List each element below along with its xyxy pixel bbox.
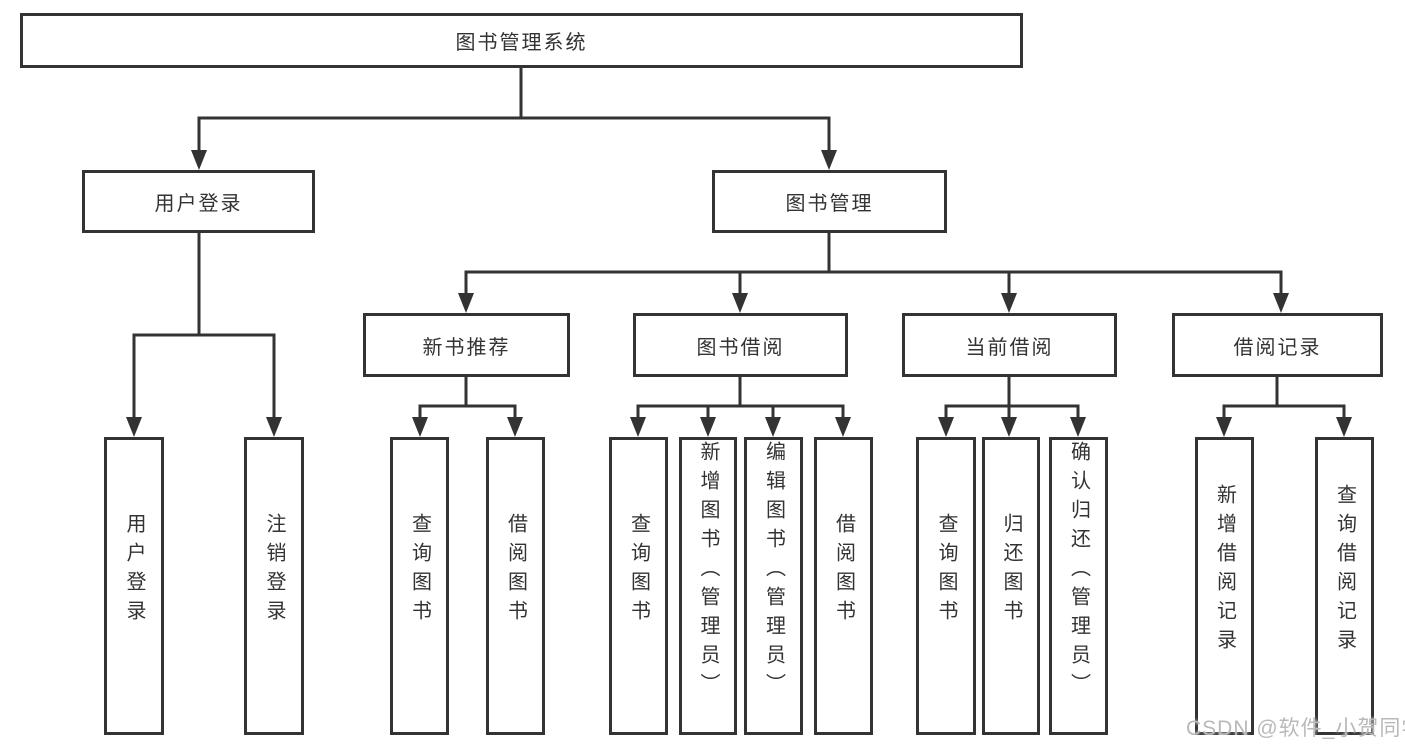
- node-label: 查询图书: [627, 513, 650, 629]
- leaf-query-books-current: 查询图书: [916, 437, 976, 735]
- node-label: 用户登录: [154, 193, 243, 215]
- leaf-query-books-borrowing: 查询图书: [609, 437, 668, 735]
- node-library-management-system: 图书管理系统: [20, 13, 1023, 68]
- node-new-book-recommendation: 新书推荐: [363, 313, 570, 377]
- node-label: 查询图书: [935, 513, 957, 629]
- node-label: 图书管理系统: [455, 32, 588, 54]
- node-label: 图书借阅: [696, 336, 785, 359]
- leaf-query-books-recommend: 查询图书: [390, 437, 449, 735]
- leaf-borrow-books-borrowing: 借阅图书: [814, 437, 873, 735]
- leaf-confirm-return-admin: 确认归还（管理员）: [1049, 437, 1108, 735]
- node-label: 查询图书: [408, 513, 431, 629]
- leaf-add-borrow-record: 新增借阅记录: [1195, 437, 1254, 735]
- leaf-borrow-books-recommend: 借阅图书: [486, 437, 545, 735]
- leaf-logout-login: 注销登录: [244, 437, 304, 735]
- node-user-login: 用户登录: [82, 170, 315, 233]
- node-label: 当前借阅: [965, 336, 1054, 359]
- leaf-return-books: 归还图书: [982, 437, 1040, 735]
- node-label: 查询借阅记录: [1333, 484, 1356, 658]
- node-label: 新书推荐: [422, 336, 511, 359]
- leaf-edit-books-admin: 编辑图书（管理员）: [744, 437, 803, 735]
- node-book-management: 图书管理: [712, 170, 947, 233]
- leaf-query-borrow-record: 查询借阅记录: [1315, 437, 1374, 735]
- node-label: 注销登录: [263, 513, 285, 629]
- node-label: 新增借阅记录: [1213, 484, 1236, 658]
- csdn-watermark: CSDN @软件_小贺同学: [1186, 717, 1405, 740]
- node-label: 编辑图书（管理员）: [762, 440, 785, 702]
- node-label: 新增图书（管理员）: [697, 440, 719, 702]
- node-current-borrowing: 当前借阅: [902, 313, 1117, 377]
- node-label: 借阅图书: [832, 513, 855, 629]
- node-label: 用户登录: [123, 513, 145, 629]
- node-label: 图书管理: [785, 193, 874, 215]
- arrowhead-icons: [126, 150, 1352, 437]
- node-book-borrowing: 图书借阅: [633, 313, 848, 377]
- leaf-user-login: 用户登录: [104, 437, 164, 735]
- node-label: 借阅记录: [1233, 336, 1322, 359]
- leaf-add-books-admin: 新增图书（管理员）: [679, 437, 737, 735]
- node-label: 确认归还（管理员）: [1067, 440, 1090, 702]
- node-label: 归还图书: [1000, 513, 1022, 629]
- node-borrowing-records: 借阅记录: [1172, 313, 1383, 377]
- node-label: 借阅图书: [504, 513, 527, 629]
